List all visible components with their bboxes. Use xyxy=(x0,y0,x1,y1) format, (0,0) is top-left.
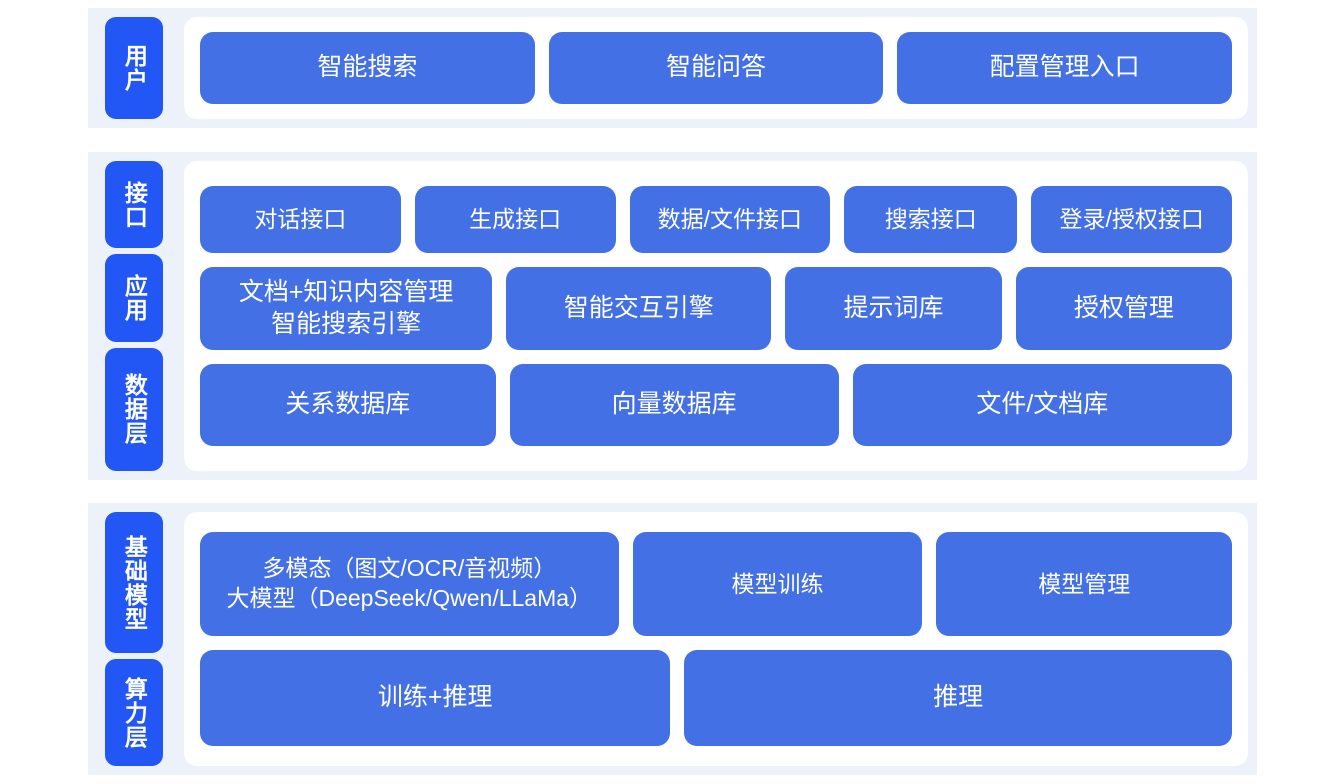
row-user-entries: 智能搜索 智能问答 配置管理入口 xyxy=(200,32,1233,104)
layer-label-compute: 算力层 xyxy=(105,659,163,766)
section-user-label-column: 用户 xyxy=(88,8,178,128)
box-intelligent-qa[interactable]: 智能问答 xyxy=(548,32,884,104)
box-relational-database[interactable]: 关系数据库 xyxy=(200,364,496,446)
row-application-layer: 文档+知识内容管理 智能搜索引擎 智能交互引擎 提示词库 授权管理 xyxy=(200,267,1233,350)
box-authorization-management[interactable]: 授权管理 xyxy=(1015,267,1233,350)
layer-label-data: 数据层 xyxy=(105,347,163,471)
box-model-training[interactable]: 模型训练 xyxy=(632,532,923,636)
box-data-file-api[interactable]: 数据/文件接口 xyxy=(629,186,831,253)
box-config-management-entry[interactable]: 配置管理入口 xyxy=(897,32,1233,104)
box-training-inference[interactable]: 训练+推理 xyxy=(200,650,671,746)
section-foundation-label-column: 基础模型 算力层 xyxy=(88,503,178,775)
box-model-management[interactable]: 模型管理 xyxy=(936,532,1232,636)
box-interaction-engine[interactable]: 智能交互引擎 xyxy=(506,267,772,350)
box-login-auth-api[interactable]: 登录/授权接口 xyxy=(1031,186,1233,253)
layer-label-application: 应用 xyxy=(105,254,163,342)
section-user-panel: 智能搜索 智能问答 配置管理入口 xyxy=(184,17,1248,119)
box-file-document-store[interactable]: 文件/文档库 xyxy=(852,364,1232,446)
layer-label-application-text: 应用 xyxy=(121,274,148,323)
layer-label-user-text: 用户 xyxy=(121,44,148,92)
box-search-api[interactable]: 搜索接口 xyxy=(844,186,1018,253)
row-compute-layer: 训练+推理 推理 xyxy=(200,650,1232,746)
box-doc-knowledge-management[interactable]: 文档+知识内容管理 智能搜索引擎 xyxy=(200,267,493,350)
section-user: 用户 智能搜索 智能问答 配置管理入口 xyxy=(88,8,1257,128)
box-dialog-api[interactable]: 对话接口 xyxy=(200,186,401,253)
layer-label-foundation-model-text: 基础模型 xyxy=(121,534,148,631)
box-prompt-library[interactable]: 提示词库 xyxy=(785,267,1002,350)
layer-label-user: 用户 xyxy=(105,17,163,119)
section-foundation-panel: 多模态（图文/OCR/音视频） 大模型（DeepSeek/Qwen/LLaMa）… xyxy=(184,512,1248,766)
box-intelligent-search[interactable]: 智能搜索 xyxy=(200,32,535,104)
layer-label-data-text: 数据层 xyxy=(121,373,148,446)
row-model-layer: 多模态（图文/OCR/音视频） 大模型（DeepSeek/Qwen/LLaMa）… xyxy=(200,532,1232,636)
layer-label-compute-text: 算力层 xyxy=(121,676,148,749)
layer-label-interface-text: 接口 xyxy=(121,180,148,229)
box-generation-api[interactable]: 生成接口 xyxy=(414,186,616,253)
section-platform-panel: 对话接口 生成接口 数据/文件接口 搜索接口 登录/授权接口 文档+知识内容管理… xyxy=(184,161,1248,471)
row-data-layer: 关系数据库 向量数据库 文件/文档库 xyxy=(200,364,1232,446)
layer-label-interface: 接口 xyxy=(105,161,163,249)
box-vector-database[interactable]: 向量数据库 xyxy=(509,364,839,446)
section-foundation: 基础模型 算力层 多模态（图文/OCR/音视频） 大模型（DeepSeek/Qw… xyxy=(88,503,1257,775)
section-platform-label-column: 接口 应用 数据层 xyxy=(88,152,178,480)
layer-label-foundation-model: 基础模型 xyxy=(105,512,163,654)
box-multimodal-large-model[interactable]: 多模态（图文/OCR/音视频） 大模型（DeepSeek/Qwen/LLaMa） xyxy=(200,532,619,636)
row-interface-layer: 对话接口 生成接口 数据/文件接口 搜索接口 登录/授权接口 xyxy=(200,186,1233,253)
section-platform: 接口 应用 数据层 对话接口 生成接口 数据/文件接口 搜索接口 登录/授权接口… xyxy=(88,152,1257,480)
box-inference[interactable]: 推理 xyxy=(684,650,1232,746)
